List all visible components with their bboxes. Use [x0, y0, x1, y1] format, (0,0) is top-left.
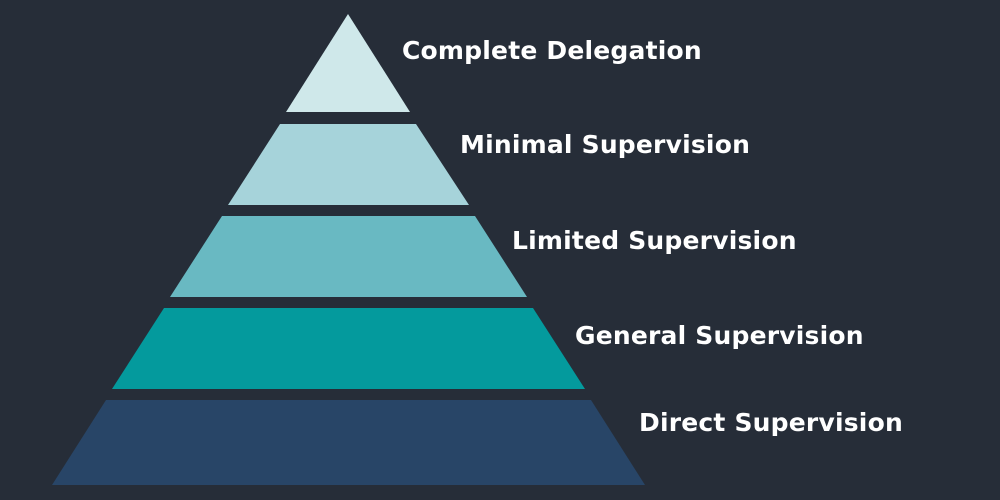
- pyramid-tier-complete-delegation: [286, 14, 410, 112]
- pyramid-tier-minimal-supervision: [228, 124, 469, 205]
- tier-label-minimal-supervision: Minimal Supervision: [460, 130, 751, 159]
- pyramid-tier-direct-supervision: [52, 400, 645, 485]
- tier-label-complete-delegation: Complete Delegation: [402, 36, 702, 65]
- pyramid-tier-general-supervision: [112, 308, 585, 389]
- tier-label-direct-supervision: Direct Supervision: [639, 408, 903, 437]
- tier-label-limited-supervision: Limited Supervision: [512, 226, 797, 255]
- pyramid-tier-limited-supervision: [170, 216, 527, 297]
- tier-label-general-supervision: General Supervision: [575, 321, 864, 350]
